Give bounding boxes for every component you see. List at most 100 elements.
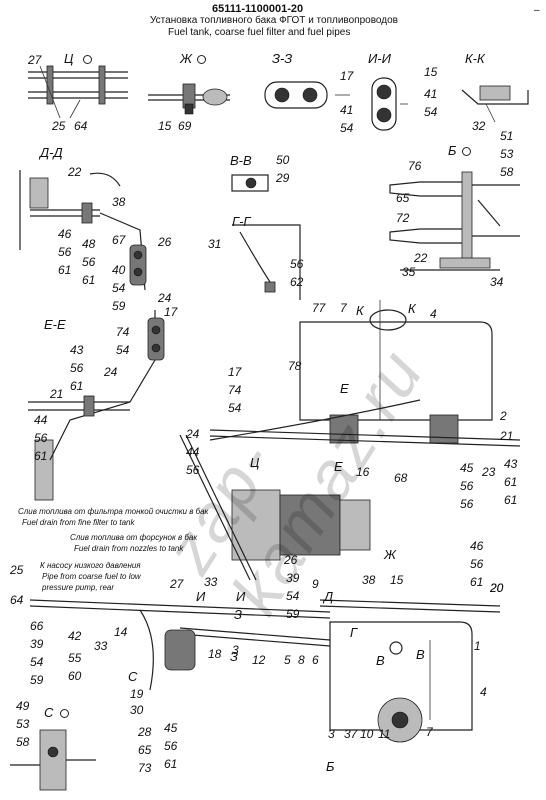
callout: 56 xyxy=(164,739,178,753)
callout: 46 xyxy=(58,227,72,241)
callout: 16 xyxy=(356,465,370,479)
callout: 61 xyxy=(470,575,484,589)
note-pump-en1: Pipe from coarse fuel to low xyxy=(42,572,141,581)
callout: 56 xyxy=(470,557,484,571)
callout: 33 xyxy=(94,639,108,653)
callout: 66 xyxy=(30,619,44,633)
callout: 56 xyxy=(34,431,48,445)
section-label: Д-Д xyxy=(40,145,63,160)
callout: 27 xyxy=(28,53,42,67)
callout: 61 xyxy=(504,475,518,489)
view-mark-icon xyxy=(83,55,92,64)
section-mark: В xyxy=(416,647,425,662)
callout: 77 xyxy=(312,301,326,315)
callout: 54 xyxy=(424,105,438,119)
callout: 72 xyxy=(396,211,410,225)
callout: 22 xyxy=(414,251,428,265)
title-ru: Установка топливного бака ФГОТ и топливо… xyxy=(150,15,398,26)
note-nozzle-ru: Слив топлива от форсунок в бак xyxy=(70,533,198,542)
callout: 24 xyxy=(186,427,200,441)
callout: 39 xyxy=(30,637,44,651)
callout: 64 xyxy=(74,119,88,133)
callout: 38 xyxy=(362,573,376,587)
view-c-pipes xyxy=(28,65,128,119)
callout: 23 xyxy=(482,465,496,479)
view-mark-icon xyxy=(197,55,206,64)
callout: 15 xyxy=(390,573,404,587)
callout: 45 xyxy=(460,461,474,475)
callout: 1 xyxy=(474,639,481,653)
callout: 24 xyxy=(104,365,118,379)
callout: 44 xyxy=(34,413,48,427)
note-pump-en2: pressure pump, rear xyxy=(42,583,115,592)
callout: 4 xyxy=(430,307,437,321)
callout: 26 xyxy=(158,235,172,249)
callout: 8 xyxy=(298,653,305,667)
callout: 58 xyxy=(500,165,514,179)
callout: 10 xyxy=(360,727,374,741)
note-nozzle-en: Fuel drain from nozzles to tank xyxy=(74,544,184,553)
callout: 46 xyxy=(470,539,484,553)
callout: 61 xyxy=(82,273,96,287)
callout: 15 xyxy=(158,119,172,133)
section-vv xyxy=(231,174,269,192)
section-mark: З xyxy=(234,607,242,622)
callout: 62 xyxy=(290,275,304,289)
section-mark: Б xyxy=(326,759,335,774)
callout: 61 xyxy=(70,379,84,393)
callout: 3 xyxy=(232,643,239,657)
callout: 20 xyxy=(490,581,504,595)
callout: 56 xyxy=(70,361,84,375)
callout: 59 xyxy=(30,673,44,687)
section-mark: К xyxy=(356,303,364,318)
section-label: Г-Г xyxy=(232,214,251,229)
callout: 61 xyxy=(164,757,178,771)
engine-pump-assembly xyxy=(179,434,371,581)
callout: 59 xyxy=(286,607,300,621)
callout: 17 xyxy=(164,305,178,319)
section-zz-clamp xyxy=(264,81,350,109)
callout: 74 xyxy=(228,383,242,397)
callout: 53 xyxy=(16,717,30,731)
section-label: Б xyxy=(448,143,457,158)
callout: 22 xyxy=(68,165,82,179)
callout: 28 xyxy=(138,725,152,739)
note-pump-ru: К насосу низкого давления xyxy=(40,561,141,570)
section-mark: И xyxy=(196,589,206,604)
section-mark: Ж xyxy=(384,547,396,562)
section-mark: К xyxy=(408,301,416,316)
callout: 17 xyxy=(228,365,242,379)
callout: 48 xyxy=(82,237,96,251)
callout: 68 xyxy=(394,471,408,485)
section-label: С xyxy=(44,705,54,720)
callout: 54 xyxy=(116,343,130,357)
view-zh-fitting xyxy=(148,83,230,115)
callout: 56 xyxy=(290,257,304,271)
callout: 78 xyxy=(288,359,302,373)
callout: 21 xyxy=(500,429,514,443)
callout: 54 xyxy=(340,121,354,135)
callout: 50 xyxy=(276,153,290,167)
callout: 54 xyxy=(286,589,300,603)
callout: 30 xyxy=(130,703,144,717)
callout: 17 xyxy=(340,69,354,83)
callout: 54 xyxy=(112,281,126,295)
callout: 32 xyxy=(472,119,486,133)
callout: 56 xyxy=(460,497,474,511)
section-mark: Г xyxy=(350,625,358,640)
callout: 69 xyxy=(178,119,192,133)
callout: 39 xyxy=(286,571,300,585)
callout: 11 xyxy=(378,727,391,741)
main-tank-lower xyxy=(329,621,473,743)
callout: 20 xyxy=(490,581,504,595)
callout: 18 xyxy=(208,647,222,661)
callout: 19 xyxy=(130,687,144,701)
section-mark: И xyxy=(236,589,246,604)
callout: 26 xyxy=(284,553,298,567)
section-mark: Е xyxy=(340,381,349,396)
section-ii-clamp xyxy=(371,77,408,131)
callout: 54 xyxy=(228,401,242,415)
callout: 73 xyxy=(138,761,152,775)
note-fine-en: Fuel drain from fine filter to tank xyxy=(22,518,135,527)
